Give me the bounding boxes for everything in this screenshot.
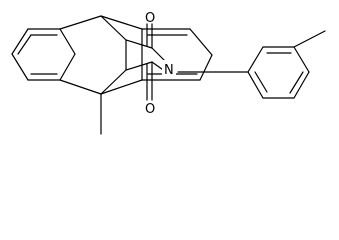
tolyl-ring	[247, 46, 310, 99]
imide-ring	[125, 23, 167, 101]
oxygen-top-label: O	[145, 11, 155, 26]
oxygen-bottom-label: O	[145, 102, 155, 117]
nitrogen-label: N	[164, 63, 174, 78]
central-benzene-ring	[141, 28, 213, 81]
left-benzene-ring	[11, 28, 76, 81]
molecule-diagram: O O N	[11, 11, 326, 135]
bicyclic-framework	[59, 15, 143, 95]
tolyl-methyl-bond	[293, 30, 326, 48]
